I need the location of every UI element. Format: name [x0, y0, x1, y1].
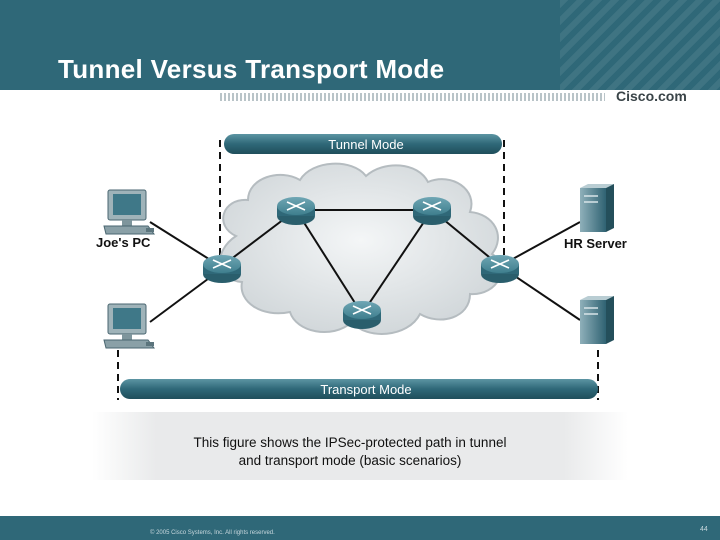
router-icon — [481, 255, 519, 283]
caption-line-2: and transport mode (basic scenarios) — [238, 453, 462, 468]
copyright-text: © 2005 Cisco Systems, Inc. All rights re… — [150, 530, 275, 536]
transport-mode-label: Transport Mode — [320, 382, 411, 397]
footer-bar — [0, 516, 720, 540]
page-number: 44 — [700, 526, 708, 533]
server-icon — [580, 184, 614, 232]
pc-icon — [103, 189, 155, 235]
tunnel-mode-bar: Tunnel Mode — [224, 134, 502, 154]
transport-mode-bar: Transport Mode — [120, 379, 598, 399]
router-icon — [343, 301, 381, 329]
pc-icon — [103, 303, 155, 349]
caption-box — [92, 412, 628, 480]
tunnel-mode-label: Tunnel Mode — [328, 137, 403, 152]
header-decoration — [560, 0, 720, 90]
header-rule — [220, 93, 605, 101]
tunnel-boundary-lines — [117, 140, 599, 400]
header-bar — [0, 0, 720, 90]
cisco-logo: Cisco.com — [616, 88, 687, 104]
caption-line-1: This figure shows the IPSec-protected pa… — [193, 435, 507, 450]
router-icon — [413, 197, 451, 225]
router-icon — [277, 197, 315, 225]
router-icon — [203, 255, 241, 283]
joes-pc-label: Joe's PC — [96, 235, 151, 250]
server-icon — [580, 296, 614, 344]
figure-caption: This figure shows the IPSec-protected pa… — [120, 434, 580, 470]
slide-title: Tunnel Versus Transport Mode — [58, 54, 445, 84]
hr-server-label: HR Server — [564, 236, 627, 251]
